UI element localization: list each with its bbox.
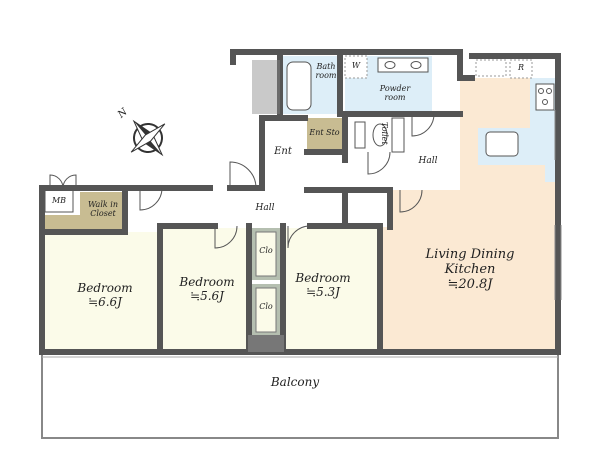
washer-label: W — [351, 61, 361, 70]
bedroom-2-area: ≒5.6J — [190, 288, 224, 303]
bedroom-1-area: ≒6.6J — [88, 294, 122, 309]
bedroom-3-label: Bedroom ≒5.3J — [283, 271, 363, 300]
bedroom-3-name: Bedroom — [295, 271, 351, 285]
bedroom-1-label: Bedroom ≒6.6J — [60, 281, 150, 310]
bedroom-1-floor — [45, 232, 157, 350]
hall-right-label: Hall — [418, 156, 438, 166]
bathtub-icon — [286, 61, 312, 111]
bedroom-2-name: Bedroom — [179, 275, 235, 289]
hall-center-label: Hall — [255, 203, 275, 213]
powder-room-label: Powder room — [379, 84, 411, 103]
ldk-label: Living Dining Kitchen ≒20.8J — [405, 247, 535, 293]
stove-icon — [535, 83, 555, 111]
meter-box-label: MB — [51, 196, 67, 205]
closet-1-label: Clo — [259, 246, 273, 255]
walk-in-closet-label: Walk in Closet — [88, 200, 118, 219]
refrigerator-label: R — [517, 63, 525, 72]
toilet-icon — [372, 123, 388, 147]
ldk-floor — [382, 78, 558, 350]
bedroom-3-area: ≒5.3J — [306, 284, 340, 299]
bedroom-2-label: Bedroom ≒5.6J — [164, 275, 250, 304]
balcony-label: Balcony — [270, 375, 320, 389]
ldk-area: ≒20.8J — [447, 276, 493, 292]
washer-space — [344, 55, 368, 79]
walk-in-closet — [80, 192, 125, 232]
balcony-area — [41, 351, 559, 439]
ldk-name: Living Dining Kitchen — [425, 247, 515, 277]
entrance-label: Ent — [274, 146, 292, 157]
entrance-storage — [307, 118, 342, 152]
bedroom-1-name: Bedroom — [77, 281, 133, 295]
bedroom-3-floor — [283, 228, 380, 350]
toilet-label: Toilet — [380, 122, 389, 145]
column — [248, 335, 284, 352]
windows — [554, 110, 562, 300]
sink-icon — [485, 131, 519, 157]
walls — [39, 49, 561, 355]
entrance-storage-label: Ent Sto — [309, 128, 340, 137]
closet-2-label: Clo — [259, 302, 273, 311]
bedroom-2-floor — [163, 228, 249, 350]
bath-room-label: Bath room — [315, 62, 337, 81]
compass-icon — [130, 119, 166, 157]
door-swings — [49, 113, 435, 249]
